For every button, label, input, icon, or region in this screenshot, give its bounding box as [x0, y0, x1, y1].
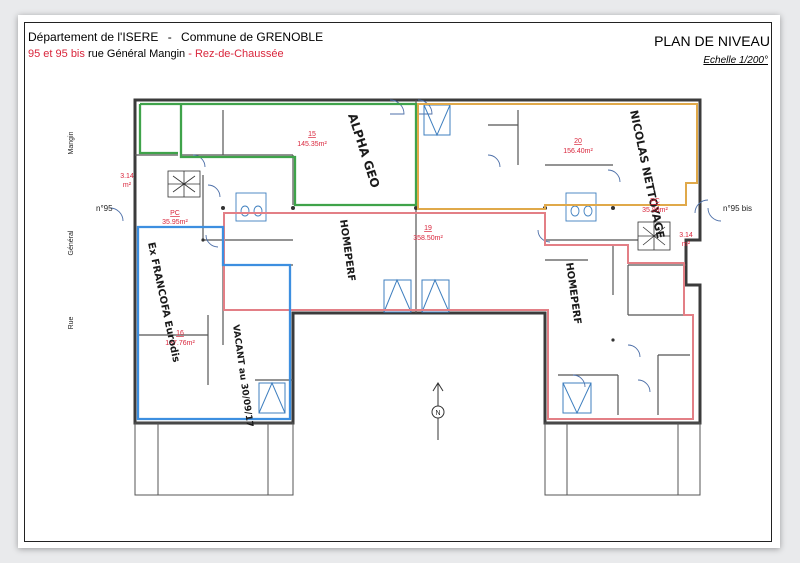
- street-rue: Rue: [68, 316, 75, 329]
- lot-15-number: 15: [308, 131, 316, 138]
- lot-16-number: 16: [176, 330, 184, 337]
- street-mangin: Mangin: [68, 131, 75, 154]
- vacant-note: VACANT au 30/09/17: [230, 324, 254, 428]
- homeperf-left: HOMEPERF: [337, 219, 357, 282]
- wc-fixtures: [235, 192, 597, 222]
- pc-right-label: PC: [650, 198, 660, 205]
- small-room-left-unit: m²: [123, 182, 132, 189]
- address-street: rue Général Mangin: [87, 48, 186, 60]
- address-number: 95 et 95 bis: [28, 48, 85, 60]
- level-name: Rez-de-Chaussée: [194, 48, 284, 60]
- lot-20-number: 20: [574, 138, 582, 145]
- plan-title: PLAN DE NIVEAU: [654, 33, 770, 49]
- street-general: Général: [68, 230, 75, 255]
- header-separator: -: [167, 30, 172, 44]
- small-room-right-area: 3.14: [679, 232, 693, 239]
- staircases: [167, 170, 671, 251]
- lot-15-tenant: ALPHA GEO: [345, 112, 382, 190]
- lot-15-outline: [140, 102, 418, 207]
- street-number-right: n°95 bis: [723, 204, 752, 213]
- glazed-panels: [258, 104, 592, 415]
- lot-20-tenant-text: NICOLAS NETTOYAGE: [627, 109, 667, 240]
- small-room-right-unit: m²: [682, 241, 691, 248]
- drawing-frame: [24, 22, 772, 542]
- annex-strips: [134, 422, 701, 496]
- pc-right-area: 35.89m²: [642, 207, 668, 214]
- lot-20-area: 156.40m²: [563, 148, 593, 155]
- pc-left-area: 35.95m²: [162, 219, 188, 226]
- small-room-left-area: 3.14: [120, 173, 134, 180]
- lot-16-area: 137.76m²: [165, 340, 195, 347]
- inner-walls: [135, 100, 690, 415]
- lot-19-number: 19: [424, 225, 432, 232]
- plan-sheet: Département de l'ISERE - Commune de GREN…: [18, 15, 780, 548]
- lot-19-outline: [223, 212, 694, 420]
- lot-16-outline: [136, 225, 292, 421]
- address-separator: -: [188, 48, 192, 60]
- north-arrow: [431, 382, 445, 440]
- floor-plan: N Mangin Général Rue n°95 n°95 bis 15 14…: [68, 98, 752, 496]
- scale-label: Echelle 1/200°: [703, 55, 768, 66]
- lot-15-area: 145.35m²: [297, 141, 327, 148]
- lot-20-outline: [417, 103, 698, 210]
- lot-19-area: 358.50m²: [413, 235, 443, 242]
- commune: Commune de GRENOBLE: [181, 30, 324, 44]
- header-line-2: 95 et 95 bis rue Général Mangin - Rez-de…: [28, 48, 284, 60]
- homeperf-right: HOMEPERF: [563, 262, 583, 325]
- street-number-left: n°95: [96, 204, 113, 213]
- header-line-1: Département de l'ISERE - Commune de GREN…: [28, 30, 323, 44]
- north-label: N: [435, 410, 440, 417]
- lot-16-tenant: Ex FRANCOFA Eurodis: [145, 241, 181, 363]
- columns: [201, 206, 615, 342]
- departement: Département de l'ISERE: [28, 30, 159, 44]
- lot-15-outline-left: [138, 104, 178, 155]
- pc-left-label: PC: [170, 210, 180, 217]
